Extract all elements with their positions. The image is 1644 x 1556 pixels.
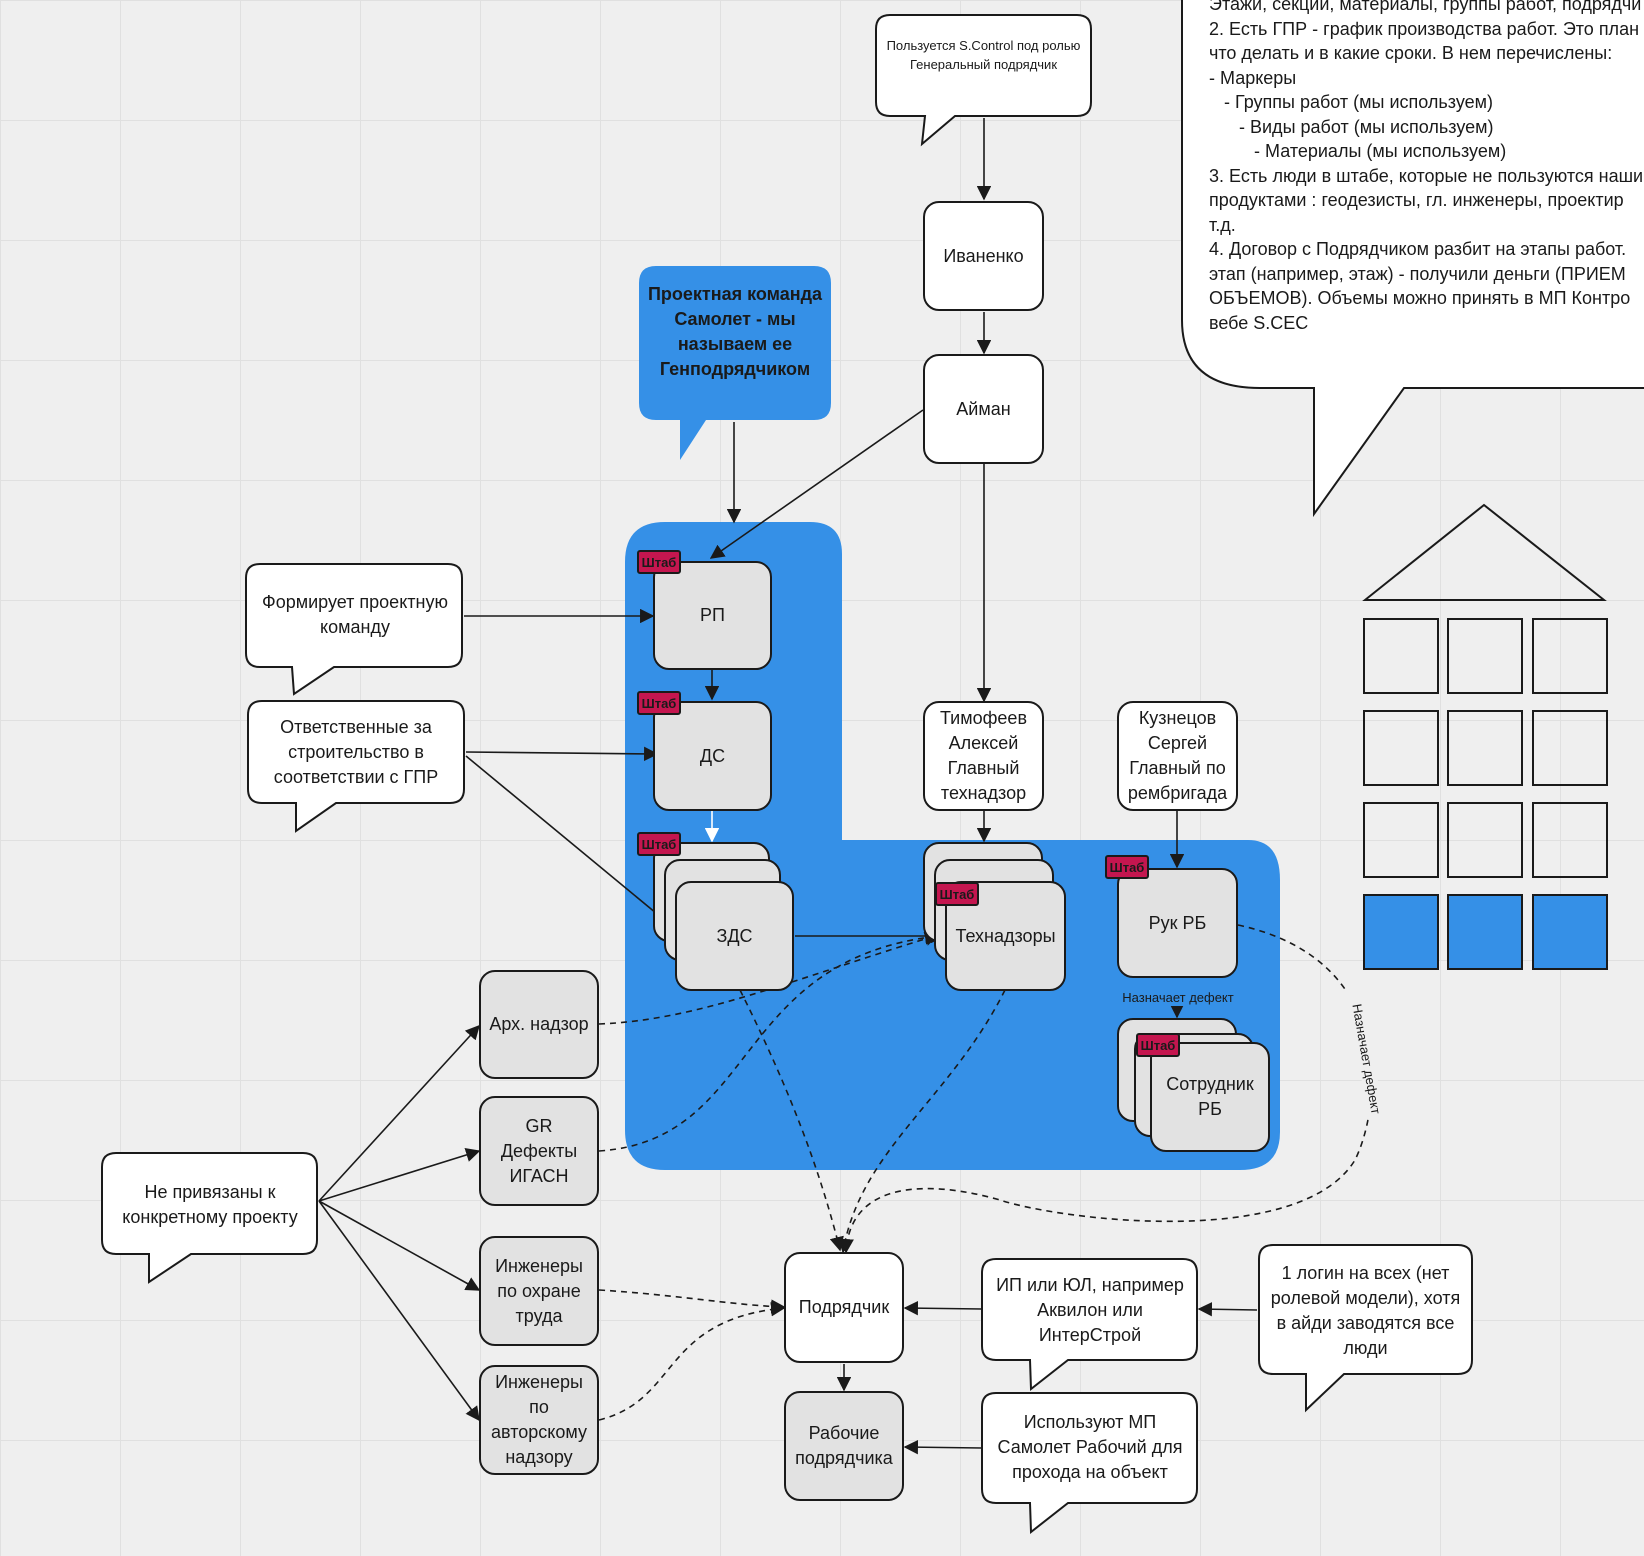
building-window — [1363, 618, 1439, 694]
shtab-tag-technadzory: Штаб — [935, 882, 979, 906]
node-sotrudnik-rb[interactable]: Сотрудник РБ — [1150, 1042, 1270, 1152]
node-gr-defects[interactable]: GR Дефекты ИГАСН — [479, 1096, 599, 1206]
callout-forms-team-shape — [245, 563, 463, 696]
node-contractor[interactable]: Подрядчик — [784, 1252, 904, 1363]
edge-responsible-ds — [465, 746, 659, 762]
callout-generalny: Пользуется S.Control под ролью Генеральн… — [886, 38, 1081, 72]
node-author-engineers[interactable]: Инженеры по авторскому надзору — [479, 1365, 599, 1475]
notes-line: что делать и в какие сроки. В нем перечи… — [1209, 43, 1613, 63]
edge-gr-technadzory — [598, 930, 940, 1152]
notes-line: - Группы работ (мы используем) — [1209, 92, 1494, 112]
edge-safety-contractor — [598, 1289, 786, 1314]
shtab-tag-rp: Штаб — [637, 550, 681, 574]
shtab-tag-sotrudnik-rb: Штаб — [1136, 1033, 1180, 1057]
edge-notbound-safety — [318, 1200, 481, 1291]
notes-line: ОБЪЕМОВ). Объемы можно принять в МП Конт… — [1209, 288, 1631, 308]
node-ds[interactable]: ДС — [653, 701, 772, 811]
notes-line: вебе S.CEC — [1209, 312, 1309, 333]
shtab-tag-ds: Штаб — [637, 691, 681, 715]
edge-arch-technadzory — [598, 931, 940, 1025]
edge-notbound-author — [318, 1200, 480, 1422]
edge-zds-contractor — [739, 989, 844, 1252]
node-arch-nadzor[interactable]: Арх. надзор — [479, 970, 599, 1079]
building-window — [1447, 618, 1523, 694]
building-window — [1363, 894, 1439, 970]
building-window — [1532, 710, 1608, 786]
building-window — [1363, 802, 1439, 878]
node-ruk-rb[interactable]: Рук РБ — [1117, 868, 1238, 978]
notes-line: - Виды работ (мы используем) — [1209, 116, 1494, 137]
notes-line: продуктами : геодезисты, гл. инженеры, п… — [1209, 190, 1624, 210]
building-window — [1532, 802, 1608, 878]
callout-not-bound-shape — [101, 1152, 318, 1284]
notes-line: 4. Договор с Подрядчиком разбит на этапы… — [1209, 239, 1627, 259]
shtab-tag-ruk-rb: Штаб — [1105, 855, 1149, 879]
building-window — [1532, 618, 1608, 694]
edge-notbound-gr — [318, 1147, 481, 1202]
edge-notbound-arch — [318, 1024, 480, 1202]
edge-responsible-zds — [465, 755, 687, 938]
edge-onelogin-ipul — [1197, 1302, 1258, 1317]
building-window — [1447, 710, 1523, 786]
edge-useapp-workers — [903, 1439, 983, 1455]
callout-responsible-shape — [247, 700, 465, 833]
callout-responsible: Ответственные за строительство в соответ… — [273, 717, 439, 787]
callout-not-bound: Не привязаны к конкретному проекту — [122, 1182, 298, 1227]
node-aiman[interactable]: Айман — [923, 354, 1044, 464]
callout-ip-ul-shape — [981, 1258, 1198, 1392]
node-zds[interactable]: ЗДС — [675, 881, 794, 991]
callout-use-app: Используют МП Самолет Рабочий для проход… — [997, 1412, 1183, 1482]
notes-line: этап (например, этаж) - получили деньги … — [1209, 263, 1626, 284]
building-window — [1447, 802, 1523, 878]
edge-rukrb-contractor — [839, 924, 1373, 1254]
callout-ip-ul: ИП или ЮЛ, например Аквилон или ИнтерСтр… — [996, 1275, 1184, 1345]
edge-author-contractor — [598, 1302, 786, 1421]
callout-use-app-shape — [981, 1392, 1198, 1535]
notes-line: Этажи, секции, материалы, группы работ, … — [1209, 0, 1642, 14]
building-window — [1363, 710, 1439, 786]
node-safety-engineers[interactable]: Инженеры по охране труда — [479, 1236, 599, 1346]
notes-line: 3. Есть люди в штабе, которые не пользую… — [1209, 165, 1644, 186]
notes-line: - Материалы (мы используем) — [1209, 141, 1507, 161]
callout-project-team-shape — [639, 266, 831, 460]
building-window — [1532, 894, 1608, 970]
edge-label-assigns-defect: Назначает дефект — [1110, 990, 1246, 1006]
notes-line: 2. Есть ГПР - график производства работ.… — [1209, 18, 1640, 39]
notes-line: т.д. — [1209, 214, 1236, 235]
node-kuznetsov[interactable]: Кузнецов Сергей Главный по рембригада — [1117, 701, 1238, 811]
callout-project-team: Проектная команда Самолет - мы называем … — [647, 284, 823, 379]
node-timofeev[interactable]: Тимофеев Алексей Главный технадзор — [923, 701, 1044, 811]
callout-one-login-shape — [1258, 1244, 1473, 1413]
edge-technadzory-contractor — [838, 989, 1006, 1254]
callout-generalny-shape — [875, 14, 1092, 147]
notes-panel-text: Этажи, секции, материалы, группы работ, … — [1209, 0, 1644, 335]
notes-line: - Маркеры — [1209, 67, 1297, 88]
edge-aiman-rp — [709, 409, 924, 559]
building-roof-shape — [1362, 503, 1607, 601]
building-window — [1447, 894, 1523, 970]
shtab-tag-zds: Штаб — [637, 832, 681, 856]
callout-forms-team: Формирует проектную команду — [262, 592, 448, 637]
callout-one-login: 1 логин на всех (нет ролевой модели), хо… — [1270, 1263, 1461, 1358]
node-rp[interactable]: РП — [653, 561, 772, 670]
notes-panel-shape — [1181, 0, 1644, 518]
node-workers[interactable]: Рабочие подрядчика — [784, 1391, 904, 1501]
node-ivanenko[interactable]: Иваненко — [923, 201, 1044, 311]
edge-ipul-contractor — [903, 1300, 983, 1316]
